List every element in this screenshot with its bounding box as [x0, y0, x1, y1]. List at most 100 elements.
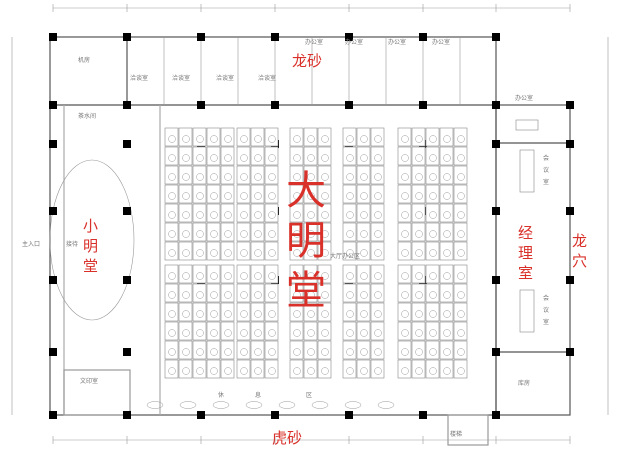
workstation [264, 302, 279, 322]
column [566, 276, 574, 284]
chair [196, 348, 204, 356]
workstation [178, 264, 193, 284]
workstation [206, 241, 221, 261]
workstation [164, 203, 179, 223]
chair [307, 192, 315, 200]
column [49, 140, 57, 148]
chair [415, 192, 423, 200]
workstation [164, 302, 179, 322]
workstation [164, 359, 179, 379]
sofa [344, 401, 362, 409]
chair [374, 211, 382, 219]
chair [196, 249, 204, 257]
chair [346, 135, 354, 143]
workstation [439, 264, 454, 284]
workstation [356, 203, 371, 223]
workstation [220, 203, 235, 223]
chair [224, 272, 232, 280]
workstation [264, 165, 279, 185]
chair [240, 249, 248, 257]
workstation [439, 321, 454, 341]
chair [182, 230, 190, 238]
svg-text:室: 室 [543, 318, 549, 326]
column [492, 348, 500, 356]
workstation [236, 203, 251, 223]
chair [268, 211, 276, 219]
chair [443, 367, 451, 375]
chair [374, 348, 382, 356]
chair [374, 154, 382, 162]
workstation [192, 340, 207, 360]
chair [457, 135, 465, 143]
chair [254, 211, 262, 219]
workstation [236, 146, 251, 166]
chair [401, 291, 409, 299]
workstation [303, 359, 318, 379]
chair [401, 272, 409, 280]
workstation [178, 146, 193, 166]
chair [443, 249, 451, 257]
workstation [439, 241, 454, 261]
workstation [317, 146, 332, 166]
chair [415, 329, 423, 337]
chair [210, 291, 218, 299]
sofa [146, 401, 164, 409]
svg-text:室: 室 [518, 264, 533, 282]
svg-text:龙: 龙 [572, 232, 587, 250]
office-desk [515, 119, 539, 131]
chair [346, 230, 354, 238]
workstation [220, 340, 235, 360]
chair [429, 291, 437, 299]
svg-text:明: 明 [286, 218, 326, 264]
chair [224, 154, 232, 162]
workstation [178, 222, 193, 242]
chair [374, 173, 382, 181]
workstation [425, 264, 440, 284]
chair [196, 211, 204, 219]
workstation [317, 127, 332, 147]
column [197, 33, 205, 41]
workstation [164, 222, 179, 242]
workstation [206, 264, 221, 284]
workstation [192, 321, 207, 341]
workstation [342, 165, 357, 185]
chair [224, 192, 232, 200]
chair [268, 173, 276, 181]
office-partitions [163, 37, 461, 105]
chair [401, 367, 409, 375]
workstation [453, 302, 468, 322]
workstation [425, 321, 440, 341]
workstation [342, 283, 357, 303]
chair [224, 329, 232, 337]
chair [360, 329, 368, 337]
workstation [236, 165, 251, 185]
chair [429, 329, 437, 337]
workstation [439, 283, 454, 303]
workstation [411, 203, 426, 223]
column [419, 101, 427, 109]
chair [346, 211, 354, 219]
workstation [178, 321, 193, 341]
chair [210, 230, 218, 238]
chair [210, 173, 218, 181]
workstation [356, 359, 371, 379]
chair [182, 249, 190, 257]
chair [240, 310, 248, 318]
workstation [342, 203, 357, 223]
chair [360, 310, 368, 318]
chair [415, 249, 423, 257]
workstation [397, 222, 412, 242]
chair [293, 348, 301, 356]
chair [360, 173, 368, 181]
chair [254, 367, 262, 375]
workstation [164, 146, 179, 166]
workstation [220, 127, 235, 147]
chair [307, 249, 315, 257]
chair [254, 173, 262, 181]
workstation [220, 184, 235, 204]
chair [321, 348, 329, 356]
workstation [370, 283, 385, 303]
column [197, 411, 205, 419]
column [49, 33, 57, 41]
chair [224, 367, 232, 375]
